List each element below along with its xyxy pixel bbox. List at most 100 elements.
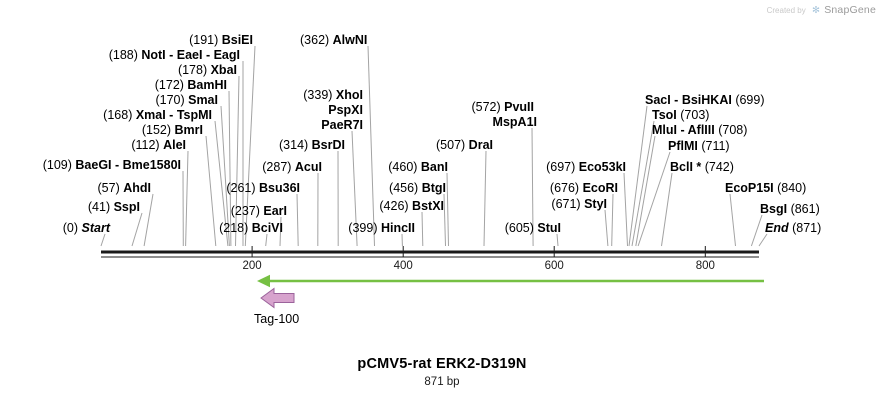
leader-line-bp191 — [244, 45, 256, 247]
site-label-alwni[interactable]: (362) AlwNI — [300, 33, 367, 47]
leader-line-bp172 — [228, 90, 232, 247]
leader-line-bp861 — [750, 214, 763, 247]
enzyme-name: NotI - EaeI - EagI — [141, 48, 240, 62]
tag-100-label[interactable]: Tag-100 — [254, 312, 300, 326]
enzyme-name: PspXI — [328, 103, 363, 117]
site-position: (871) — [788, 221, 822, 235]
site-label-bmri[interactable]: (152) BmrI — [142, 123, 203, 137]
enzyme-name: BsiEI — [221, 33, 253, 47]
site-label-bcivi[interactable]: (218) BciVI — [219, 221, 283, 235]
enzyme-name: EarI — [263, 204, 287, 218]
tag-100-arrow[interactable] — [260, 287, 295, 309]
site-label-paer7i[interactable]: PaeR7I — [321, 118, 363, 132]
site-label-bani[interactable]: (460) BanI — [388, 160, 448, 174]
site-label-ecori[interactable]: (676) EcoRI — [550, 181, 618, 195]
site-label-hincii[interactable]: (399) HincII — [348, 221, 415, 235]
site-label-eco53ki[interactable]: (697) Eco53kI — [546, 160, 626, 174]
site-position: (507) — [436, 138, 469, 152]
site-label-tsoi[interactable]: TsoI (703) — [652, 108, 709, 122]
site-position: (168) — [103, 108, 136, 122]
site-position: (605) — [504, 221, 538, 235]
enzyme-name: DraI — [468, 138, 493, 152]
site-label-xmai-tspmi[interactable]: (168) XmaI - TspMI — [103, 108, 212, 122]
site-label-baegi-bme1580i[interactable]: (109) BaeGI - Bme1580I — [43, 158, 181, 172]
site-label-bamhi[interactable]: (172) BamHI — [155, 78, 227, 92]
site-label-noti-eaei-eagi[interactable]: (188) NotI - EaeI - EagI — [109, 48, 240, 62]
leader-line-bp572 — [531, 127, 534, 247]
enzyme-name: TsoI — [652, 108, 677, 122]
site-position: (261) — [226, 181, 259, 195]
site-label-start[interactable]: (0) Start — [63, 221, 110, 235]
site-label-xbai[interactable]: (178) XbaI — [178, 63, 237, 77]
enzyme-name: Start — [81, 221, 110, 235]
site-label-bsgi[interactable]: BsgI (861) — [760, 202, 820, 216]
watermark: Created by ✻ SnapGene — [767, 4, 876, 16]
enzyme-name: SacI - BsiHKAI — [645, 93, 732, 107]
orf-arrow-head-icon[interactable] — [257, 274, 270, 288]
leader-line-bp708 — [635, 135, 656, 247]
leader-line-bp699 — [628, 105, 648, 247]
enzyme-name: XhoI — [335, 88, 363, 102]
site-label-saci-bsihkai[interactable]: SacI - BsiHKAI (699) — [645, 93, 765, 107]
enzyme-name: SspI — [113, 200, 140, 214]
enzyme-name: AcuI — [294, 160, 322, 174]
site-position: (362) — [300, 33, 333, 47]
site-label-eari[interactable]: (237) EarI — [231, 204, 287, 218]
site-label-bstxi[interactable]: (426) BstXI — [379, 199, 444, 213]
site-label-bsiei[interactable]: (191) BsiEI — [189, 33, 253, 47]
site-label-stui[interactable]: (605) StuI — [505, 221, 561, 235]
ruler-label-600: 600 — [544, 260, 564, 272]
site-position: (152) — [141, 123, 175, 137]
leader-line-bp456 — [443, 193, 446, 247]
leader-line-bp57 — [143, 193, 154, 247]
enzyme-name: AleI — [163, 138, 186, 152]
enzyme-name: BclI * — [670, 160, 702, 174]
enzyme-name: BsgI — [760, 202, 788, 216]
site-position: (112) — [131, 138, 164, 152]
site-label-bsrdi[interactable]: (314) BsrDI — [279, 138, 345, 152]
site-position: (178) — [177, 63, 211, 77]
site-label-smai[interactable]: (170) SmaI — [155, 93, 218, 107]
enzyme-name: BtgI — [421, 181, 446, 195]
leader-line-bp742 — [661, 172, 673, 247]
ruler-label-800: 800 — [695, 260, 715, 272]
leader-line-bp676 — [611, 193, 614, 247]
site-label-ecop15i[interactable]: EcoP15I (840) — [725, 181, 806, 195]
site-position: (708) — [714, 123, 748, 137]
leader-line-bp178 — [235, 75, 240, 247]
site-position: (314) — [279, 138, 312, 152]
site-label-bsu36i[interactable]: (261) Bsu36I — [226, 181, 300, 195]
site-position: (339) — [303, 88, 336, 102]
site-label-ahdi[interactable]: (57) AhdI — [98, 181, 151, 195]
enzyme-name: BanI — [420, 160, 448, 174]
site-label-pspxi[interactable]: PspXI — [328, 103, 363, 117]
site-label-mspa1i[interactable]: MspA1I — [493, 115, 537, 129]
leader-line-bp711 — [637, 151, 671, 247]
enzyme-name: Bsu36I — [259, 181, 300, 195]
site-position: (671) — [551, 197, 585, 211]
site-label-sspi[interactable]: (41) SspI — [88, 200, 140, 214]
leader-line-bp339 — [351, 130, 358, 247]
site-label-btgi[interactable]: (456) BtgI — [389, 181, 446, 195]
site-label-xhoi[interactable]: (339) XhoI — [303, 88, 363, 102]
site-label-bcli[interactable]: BclI * (742) — [670, 160, 734, 174]
site-label-styi[interactable]: (671) StyI — [551, 197, 607, 211]
enzyme-name: XmaI - TspMI — [135, 108, 212, 122]
site-label-drai[interactable]: (507) DraI — [436, 138, 493, 152]
site-position: (41) — [87, 200, 114, 214]
site-label-mlui-afliii[interactable]: MluI - AflIII (708) — [652, 123, 747, 137]
site-label-acui[interactable]: (287) AcuI — [262, 160, 322, 174]
site-label-pvuii[interactable]: (572) PvuII — [471, 100, 534, 114]
ruler-label-200: 200 — [242, 260, 262, 272]
site-label-alei[interactable]: (112) AleI — [131, 138, 186, 152]
site-position: (237) — [230, 204, 264, 218]
site-label-pflmi[interactable]: PflMI (711) — [668, 139, 730, 153]
enzyme-name: BsrDI — [311, 138, 345, 152]
enzyme-name: PaeR7I — [321, 118, 363, 132]
site-position: (703) — [676, 108, 710, 122]
site-label-end[interactable]: End (871) — [765, 221, 821, 235]
plasmid-length: 871 bp — [424, 376, 460, 388]
enzyme-name: BstXI — [412, 199, 444, 213]
watermark-brand: SnapGene — [824, 4, 876, 16]
